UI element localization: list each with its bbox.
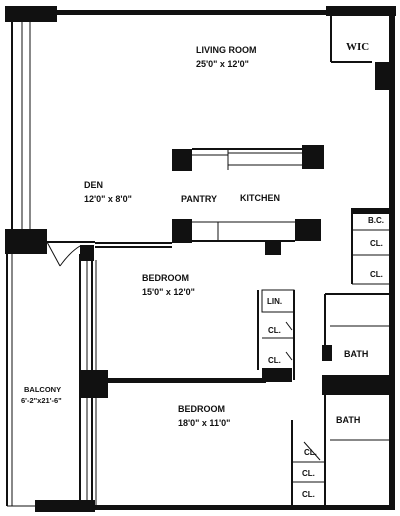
kitchen-label: KITCHEN (240, 193, 280, 203)
cl-g-label: CL. (302, 490, 315, 499)
kitchen-block (172, 145, 324, 255)
bedroom1-name: BEDROOM (142, 273, 189, 283)
cl-e-label: CL. (304, 448, 317, 457)
wall-top (57, 10, 329, 15)
kitchen-bottom-right-post (295, 219, 321, 241)
kitchen-top-right-post (302, 145, 324, 169)
bath1-door-post (322, 345, 332, 361)
bedroom1-bottom-left-block (80, 370, 108, 398)
bath1-label: BATH (344, 349, 368, 359)
balcony-name: BALCONY (24, 385, 61, 394)
wic-door-post (375, 62, 390, 90)
living-room-name: LIVING ROOM (196, 45, 257, 55)
right-side (291, 14, 390, 505)
closet-door-1 (285, 321, 293, 331)
closet-door-2 (285, 351, 293, 361)
cl-f-label: CL. (302, 469, 315, 478)
cl-b-label: CL. (370, 270, 383, 279)
balcony-door-swing (46, 241, 81, 267)
bc-label: B.C. (368, 216, 384, 225)
bedroom1-corner-post (80, 245, 94, 261)
den-bedroom-wall (5, 229, 172, 261)
outer-walls (5, 6, 396, 512)
balcony (5, 230, 95, 507)
closets-middle (261, 289, 295, 380)
kitchen-top-left-post (172, 149, 192, 171)
kitchen-lower-post (265, 241, 281, 255)
den-bottom-left-block (5, 229, 47, 243)
bath2-label: BATH (336, 415, 360, 425)
cl-c-label: CL. (268, 326, 281, 335)
bedroom1-bottom-wall (108, 378, 266, 383)
den-dims: 12'0" x 8'0" (84, 194, 132, 204)
wall-top-left-block (5, 6, 57, 22)
balcony-dims: 6'-2"x21'-6" (21, 396, 62, 405)
bc-post (352, 208, 390, 214)
bedroom2-walls (91, 398, 97, 505)
wall-bottom (95, 505, 395, 510)
cl-a-label: CL. (370, 239, 383, 248)
bedroom2-dims: 18'0" x 11'0" (178, 418, 230, 428)
bath1-bottom-wall (322, 375, 390, 395)
kitchen-bottom-left-post (172, 219, 192, 243)
wall-top-right-corner (326, 6, 396, 16)
pantry-label: PANTRY (181, 194, 217, 204)
room-labels: LIVING ROOM 25'0" x 12'0" WIC DEN 12'0" … (21, 41, 384, 499)
bedroom1-dims: 15'0" x 12'0" (142, 287, 195, 297)
bedroom1-bottom-right-block (262, 368, 292, 382)
den-name: DEN (84, 180, 103, 190)
bedroom2-name: BEDROOM (178, 404, 225, 414)
wall-right (389, 10, 395, 510)
cl-e-door (303, 441, 321, 461)
linen-label: LIN. (267, 297, 282, 306)
cl-d-label: CL. (268, 356, 281, 365)
living-room-dims: 25'0" x 12'0" (196, 59, 249, 69)
wic-label: WIC (346, 41, 369, 53)
bedroom1-walls (80, 260, 292, 398)
